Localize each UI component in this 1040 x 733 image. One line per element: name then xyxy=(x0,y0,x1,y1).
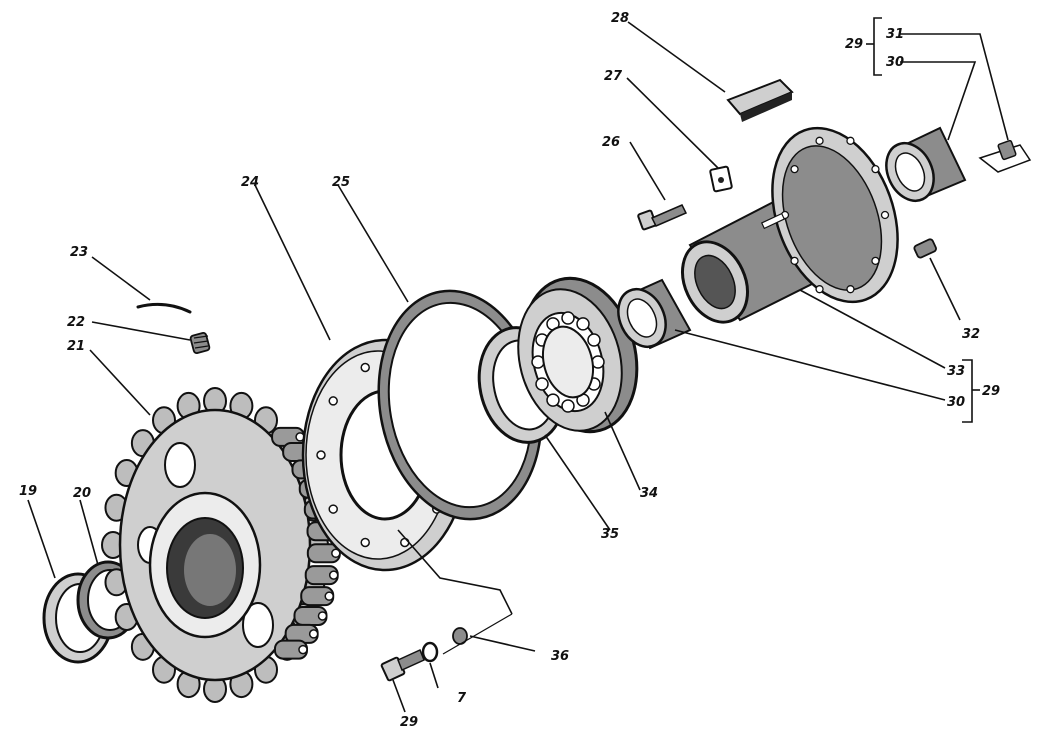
callout-32: 32 xyxy=(962,327,980,342)
callout-29-bottom: 29 xyxy=(400,715,418,730)
flange-hole xyxy=(871,256,880,265)
pin-32 xyxy=(913,238,937,259)
bushing-30-upper xyxy=(885,126,967,202)
callout-24: 24 xyxy=(241,175,259,190)
bearing-ball xyxy=(561,311,575,325)
callout-21: 21 xyxy=(67,339,85,354)
flange-hole xyxy=(880,210,890,220)
callout-35: 35 xyxy=(601,527,619,542)
flange-hole xyxy=(815,285,824,294)
callout-29-top: 29 xyxy=(845,37,863,52)
callout-27: 27 xyxy=(604,69,623,84)
callout-30-top: 30 xyxy=(886,55,904,70)
bearing-ball xyxy=(576,317,590,331)
set-screw-22 xyxy=(189,332,211,354)
chain-pin xyxy=(308,629,319,639)
hub-flange-holes xyxy=(780,136,890,294)
callout-31: 31 xyxy=(886,27,904,42)
chain-pin xyxy=(331,548,341,559)
cover-hole xyxy=(360,537,370,548)
callout-22: 22 xyxy=(67,315,85,330)
callout-26: 26 xyxy=(602,135,620,150)
bolt-29-lower xyxy=(380,648,425,682)
key-28 xyxy=(726,78,794,122)
washer-7 xyxy=(421,641,439,663)
callout-36: 36 xyxy=(551,649,569,664)
cover-hole xyxy=(400,537,410,548)
screw-36 xyxy=(442,613,513,655)
flange-hole xyxy=(846,285,855,294)
bearing-ball xyxy=(587,333,601,347)
flange-hole xyxy=(871,165,880,174)
chain-pin xyxy=(298,644,308,655)
bearing-ball xyxy=(546,393,560,407)
grease-fitting-31 xyxy=(978,139,1032,173)
callout-34: 34 xyxy=(640,486,658,501)
cover-hole xyxy=(328,396,338,406)
callout-7: 7 xyxy=(457,691,467,706)
chain-pin xyxy=(324,591,334,601)
callout-23: 23 xyxy=(70,245,88,260)
callout-25: 25 xyxy=(332,175,350,190)
leader-lines xyxy=(27,17,1009,713)
chain-pin xyxy=(317,611,328,621)
cover-hole xyxy=(360,362,370,373)
callout-29-right: 29 xyxy=(982,384,1000,399)
bushing-30-lower xyxy=(617,278,692,350)
ball-bearing-34 xyxy=(517,276,639,434)
wire-spring-23 xyxy=(136,302,192,314)
hub-shaft-33 xyxy=(681,126,899,324)
chain-pin xyxy=(328,570,339,580)
bearing-ball xyxy=(535,377,549,391)
callout-30-right: 30 xyxy=(947,395,965,410)
bearing-ball xyxy=(561,399,575,413)
lock-tab-27 xyxy=(709,165,733,193)
flange-hole xyxy=(815,136,824,145)
callout-19: 19 xyxy=(19,484,37,499)
bolt-26 xyxy=(637,204,688,231)
callout-20: 20 xyxy=(73,486,91,501)
bearing-balls xyxy=(531,311,605,413)
callout-labels: 19 20 21 22 23 24 25 26 27 28 29 31 30 3… xyxy=(19,11,1000,730)
cover-hole xyxy=(316,450,326,460)
flange-hole xyxy=(790,165,799,174)
flange-hole xyxy=(790,256,799,265)
cover-hole xyxy=(328,504,338,514)
callout-33: 33 xyxy=(947,364,965,379)
callout-28: 28 xyxy=(611,11,629,26)
flange-hole xyxy=(846,136,855,145)
